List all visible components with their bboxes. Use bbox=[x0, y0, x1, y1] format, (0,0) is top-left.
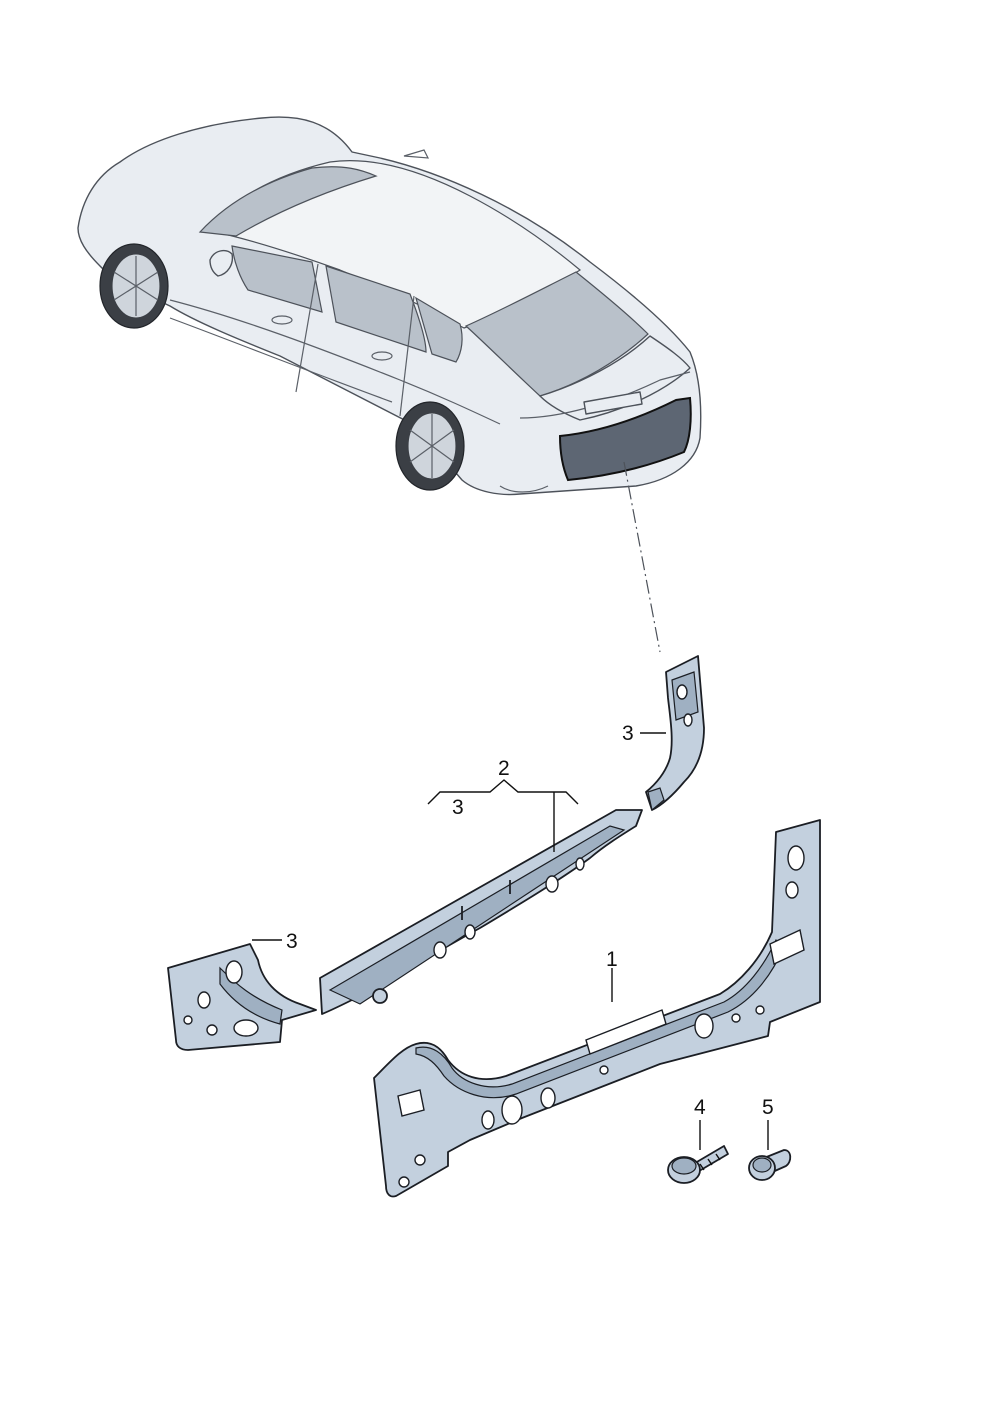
part-1-rear-panel-shape bbox=[373, 819, 821, 1198]
bracket-2 bbox=[427, 779, 579, 805]
rear-wheel-icon bbox=[395, 401, 465, 491]
car-sill-line bbox=[169, 317, 393, 403]
car-rear-window bbox=[464, 271, 649, 397]
car-side-window-rear bbox=[325, 265, 427, 353]
car-quarter-window bbox=[415, 296, 463, 363]
car-door-seam bbox=[295, 263, 319, 393]
car-exhaust bbox=[499, 485, 549, 493]
car-shoulder-line bbox=[169, 299, 501, 425]
callout-3-upper-right: 3 bbox=[622, 722, 634, 745]
part-3-upper-right bbox=[645, 655, 705, 812]
callout-3-left: 3 bbox=[286, 930, 298, 953]
rear-door-handle-icon bbox=[371, 351, 393, 361]
car-licence-plate bbox=[583, 391, 643, 415]
front-wheel-icon bbox=[99, 243, 169, 329]
callout-1: 1 bbox=[606, 948, 618, 971]
front-door-handle-icon bbox=[271, 315, 293, 325]
part-3-left bbox=[167, 943, 317, 1051]
part-4-screw-icon bbox=[667, 1145, 729, 1184]
part-5-clip-icon bbox=[748, 1149, 792, 1181]
highlighted-rear-panel bbox=[558, 396, 692, 482]
callout-4: 4 bbox=[694, 1096, 706, 1119]
car-mirror bbox=[209, 249, 234, 277]
callout-3-bracket: 3 bbox=[452, 796, 464, 819]
car-side-window-front bbox=[231, 245, 323, 313]
car-boot-lid bbox=[539, 335, 691, 421]
car-rear-door-seam bbox=[399, 295, 415, 417]
callout-5: 5 bbox=[762, 1096, 774, 1119]
part-1-rear-panel bbox=[373, 819, 821, 1198]
car-antenna bbox=[403, 149, 430, 159]
part-2-cross-member bbox=[319, 809, 643, 1015]
reference-leader-line bbox=[623, 461, 661, 653]
car-windscreen bbox=[198, 166, 378, 237]
callout-2: 2 bbox=[498, 757, 510, 780]
vehicle-overview bbox=[77, 116, 702, 496]
